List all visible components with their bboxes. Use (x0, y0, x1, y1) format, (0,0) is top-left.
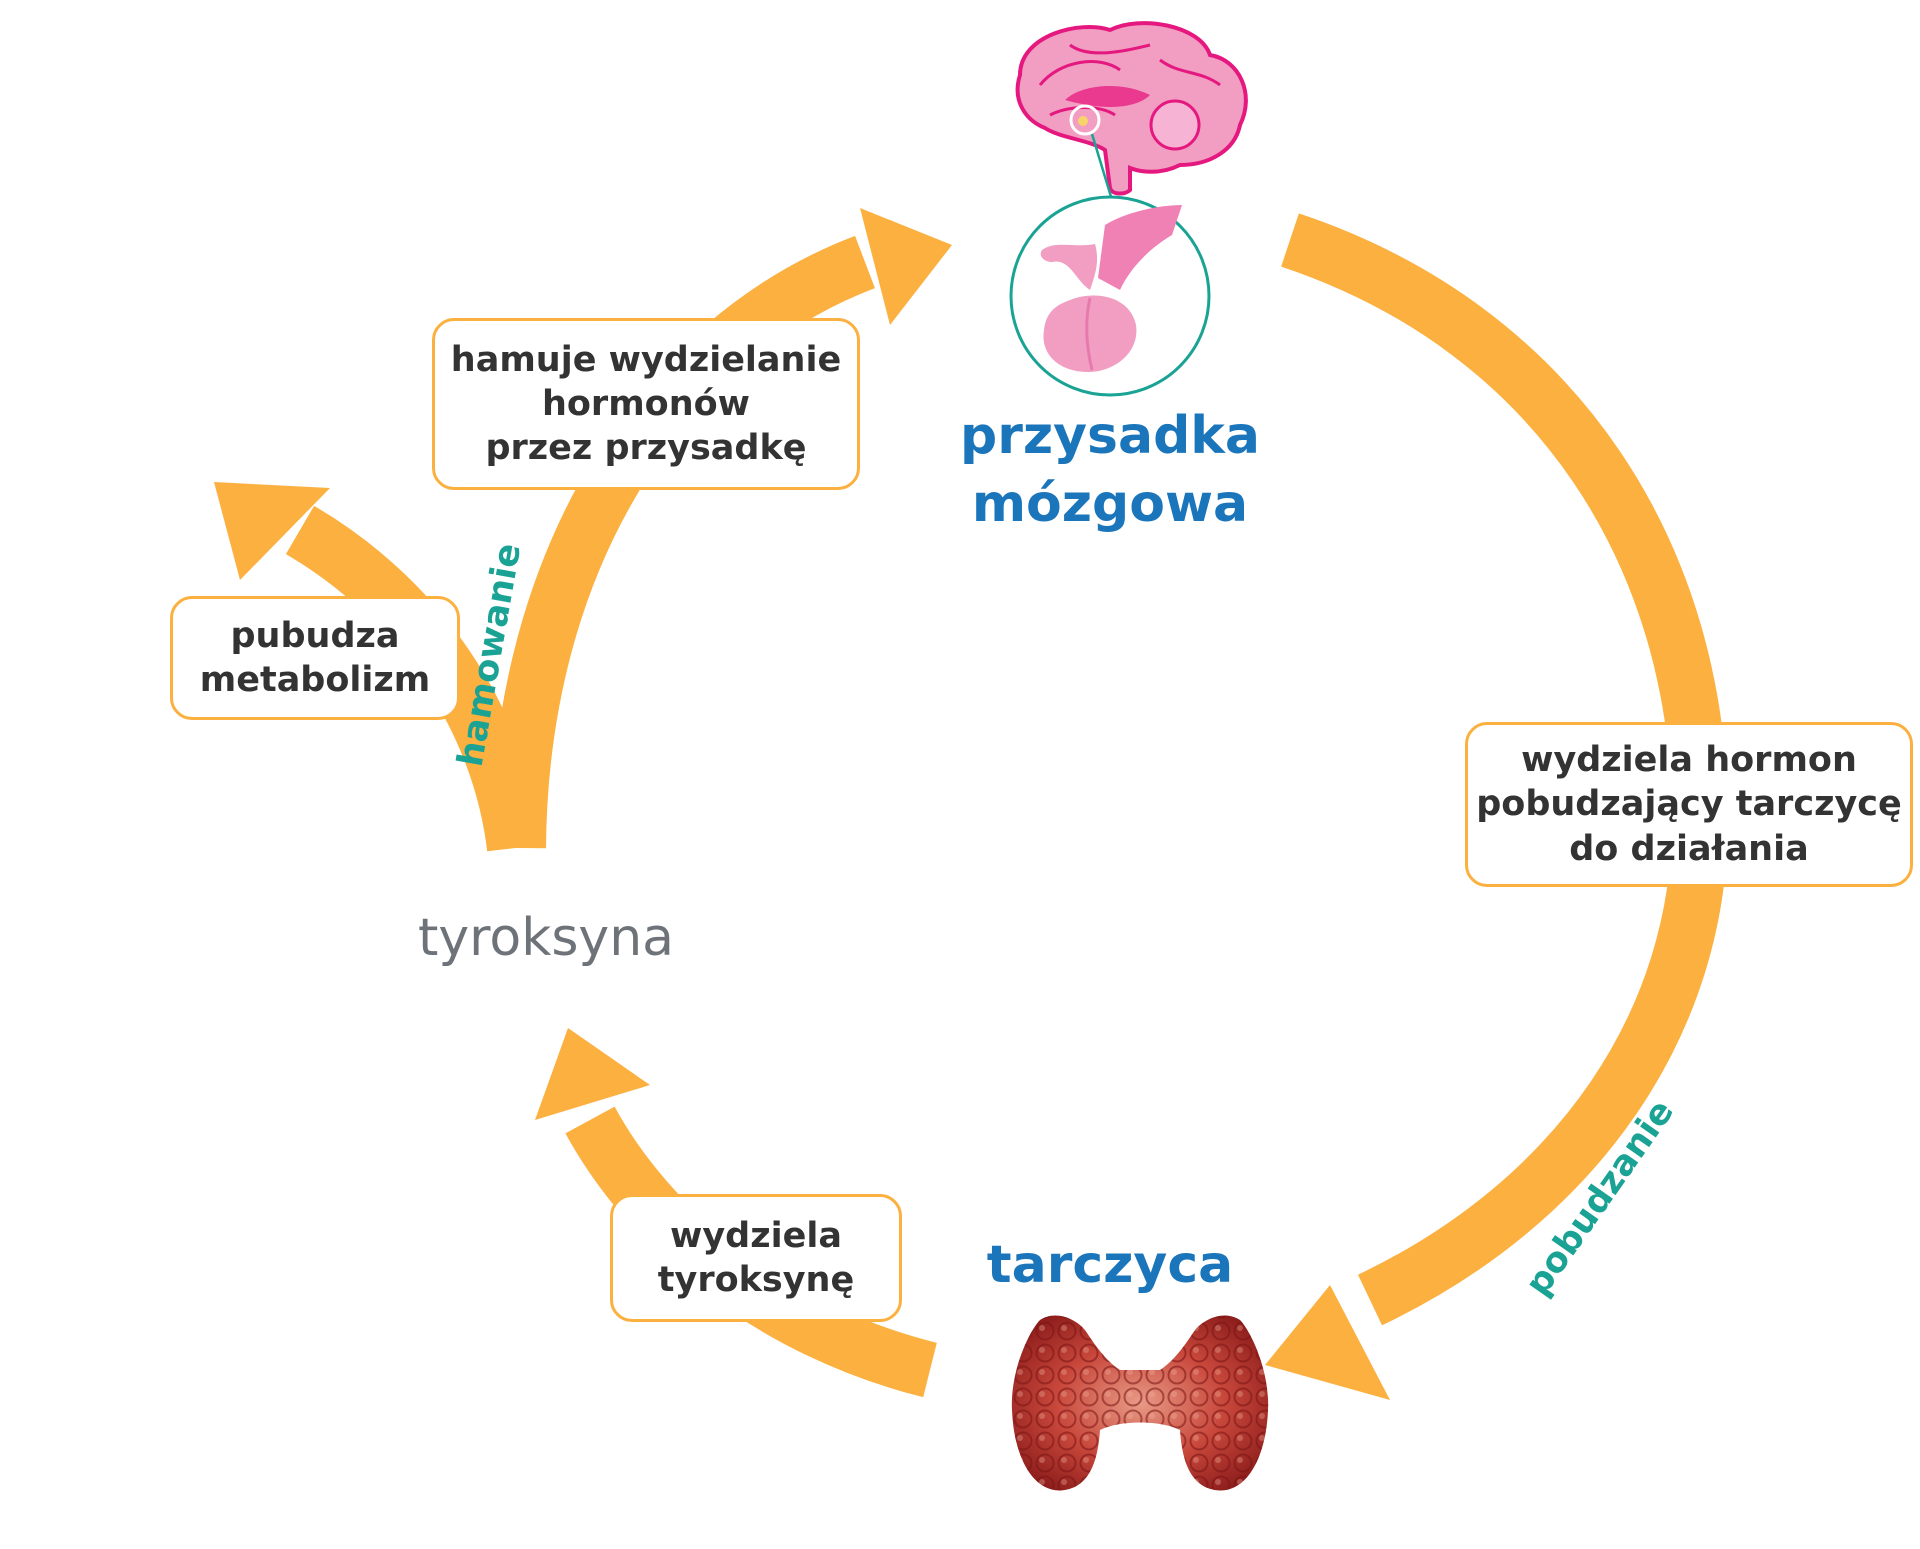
thyroid-gland-icon (1011, 1315, 1269, 1491)
brain-icon (1015, 21, 1248, 196)
connector-line (1090, 133, 1114, 201)
hormone-label: tyroksyna (418, 908, 675, 968)
pituitary-title: przysadka mózgowa (940, 403, 1280, 538)
thyroid-title: tarczyca (986, 1235, 1234, 1295)
pituitary-title-line-1: przysadka (960, 406, 1260, 466)
pituitary-gland-icon (1009, 195, 1211, 397)
inhibition-arrow (490, 208, 952, 849)
secretes-thyroxine-box: wydziela tyroksynę (610, 1194, 902, 1322)
metabolism-box: pubudza metabolizm (170, 596, 460, 720)
pituitary-title-line-2: mózgowa (971, 473, 1249, 534)
secretes-hormone-box: wydziela hormon pobudzający tarczycę do … (1465, 722, 1913, 887)
inhibits-secretion-box: hamuje wydzielanie hormonów przez przysa… (432, 318, 860, 490)
